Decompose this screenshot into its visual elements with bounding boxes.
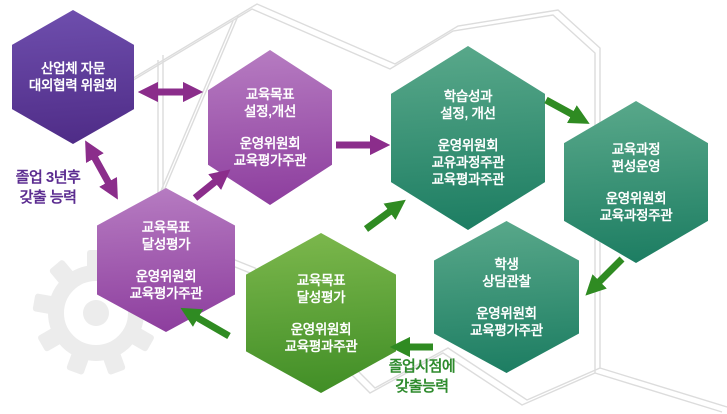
label-line: 갖출 능력 <box>19 189 77 206</box>
gear-tooth <box>102 349 126 375</box>
gear-tooth <box>49 260 76 287</box>
label-line: 갖출능력 <box>395 378 449 395</box>
border-line <box>159 15 239 201</box>
gear-tooth <box>38 326 64 352</box>
label-line: 졸업 3년후 <box>15 169 81 186</box>
label-grad-3yr: 졸업 3년후 갖출 능력 <box>4 168 92 208</box>
border-line <box>599 367 727 408</box>
border-line <box>119 3 601 368</box>
border-line <box>594 372 723 413</box>
label-grad-point: 졸업시점에 갖출능력 <box>374 357 470 397</box>
gear-tooth <box>66 349 90 375</box>
border-line <box>154 20 234 206</box>
border-line <box>114 8 596 373</box>
label-line: 졸업시점에 <box>388 358 456 375</box>
gear-tooth <box>128 326 154 352</box>
gear-tooth <box>32 293 57 315</box>
gear-hub <box>83 300 109 326</box>
